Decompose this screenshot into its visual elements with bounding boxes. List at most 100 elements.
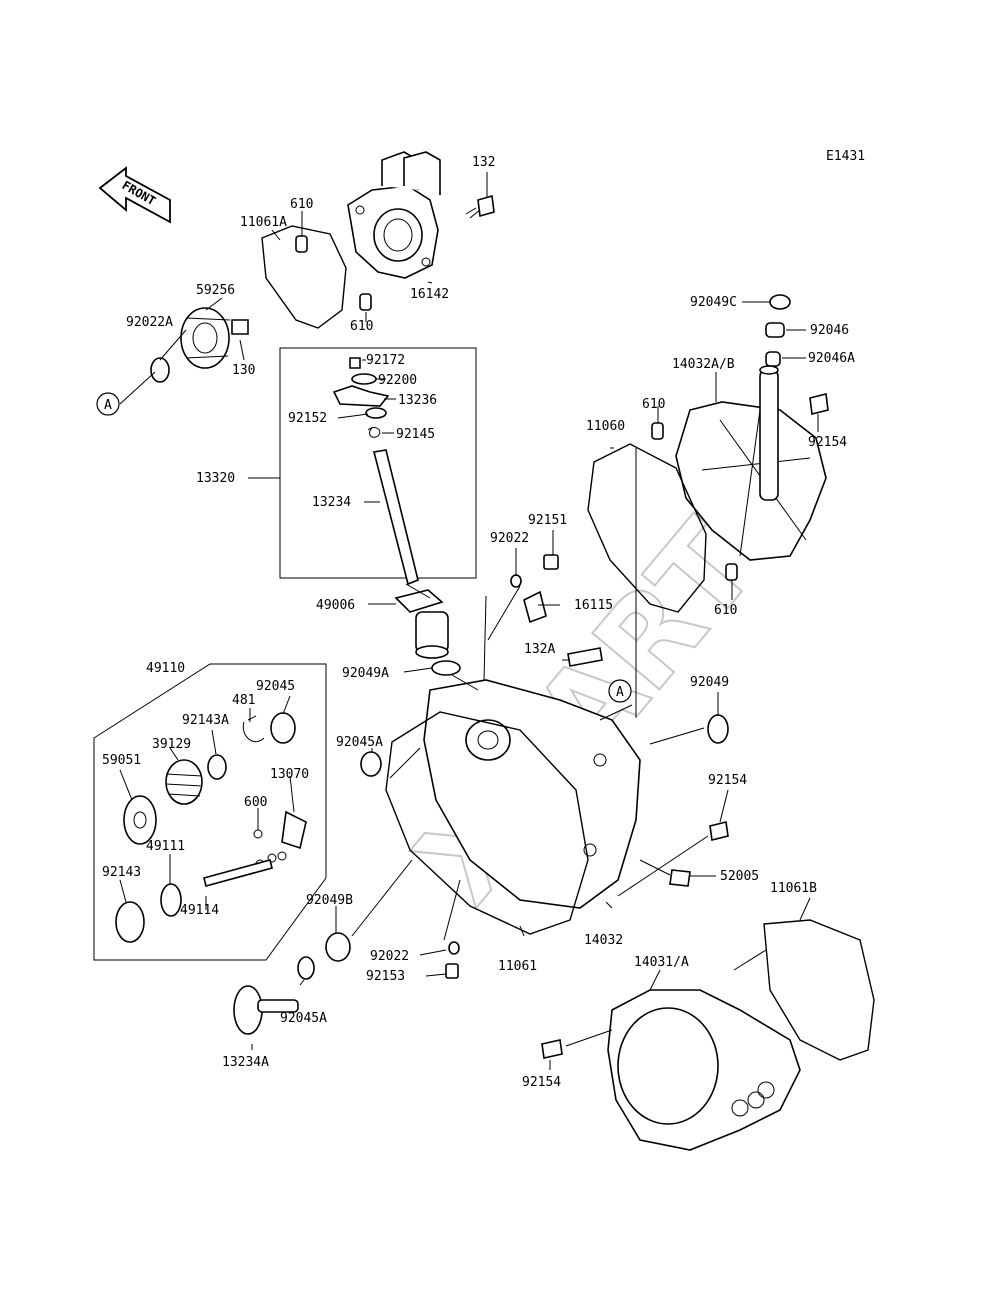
label-92200: 92200 — [378, 373, 417, 388]
label-49111: 49111 — [146, 839, 185, 854]
label-14032: 14032 — [584, 933, 623, 948]
label-92172: 92172 — [366, 353, 405, 368]
label-92151: 92151 — [528, 513, 567, 528]
bush-92046 — [765, 322, 785, 338]
label-610d: 610 — [714, 603, 737, 618]
label-92022: 92022 — [490, 531, 529, 546]
shaft-49114 — [203, 859, 273, 887]
screw-92172 — [349, 357, 361, 369]
label-92154c: 92154 — [522, 1075, 561, 1090]
gasket-11061a — [261, 225, 347, 329]
label-92049c: 92049C — [690, 295, 737, 310]
label-13320: 13320 — [196, 471, 235, 486]
bolt-132a — [567, 647, 603, 667]
label-92154a: 92154 — [808, 435, 847, 450]
gasket-11061 — [385, 711, 589, 935]
label-92152: 92152 — [288, 411, 327, 426]
bolt-130 — [231, 319, 249, 335]
bolt-92151 — [543, 554, 559, 570]
impeller-59256 — [180, 307, 231, 369]
washer-92200 — [351, 373, 377, 385]
seal-92049 — [707, 714, 729, 744]
bolt-132 — [465, 194, 495, 219]
washer-92022b — [448, 941, 460, 955]
shaft-13234 — [373, 449, 419, 586]
label-92046: 92046 — [810, 323, 849, 338]
seal-92143 — [115, 901, 145, 943]
cover-14031a — [607, 989, 801, 1151]
collar-92049c — [769, 294, 791, 310]
label-132: 132 — [472, 155, 495, 170]
label-92045: 92045 — [256, 679, 295, 694]
label-14031a: 14031/A — [634, 955, 689, 970]
bush-92046a — [765, 351, 781, 367]
label-14032ab: 14032A/B — [672, 357, 735, 372]
bolt-92154a — [809, 393, 829, 415]
front-arrow-icon: FRONT — [98, 166, 171, 224]
group-box-13320 — [279, 347, 477, 579]
part-labels: 132 610 11061A 16142 610 59256 92022A 13… — [102, 155, 855, 1090]
label-13234a: 13234A — [222, 1055, 269, 1070]
label-610a: 610 — [290, 197, 313, 212]
dowel-610b — [359, 293, 372, 311]
circlip-481 — [242, 715, 265, 743]
gear-13234a — [233, 985, 299, 1035]
bearing-92045 — [270, 712, 296, 744]
label-92143: 92143 — [102, 865, 141, 880]
label-13234: 13234 — [312, 495, 351, 510]
label-92153: 92153 — [366, 969, 405, 984]
washer-92022a — [150, 357, 170, 383]
label-92154b: 92154 — [708, 773, 747, 788]
label-59256: 59256 — [196, 283, 235, 298]
pump-cover-16142 — [347, 151, 441, 279]
ref-mark-a-center: A — [608, 679, 632, 703]
gear-59051 — [123, 795, 157, 845]
seal-92045a-lower — [297, 956, 315, 980]
label-92049a: 92049A — [342, 666, 389, 681]
label-49110: 49110 — [146, 661, 185, 676]
label-49114: 49114 — [180, 903, 219, 918]
plug-52005 — [669, 869, 691, 887]
label-13070: 13070 — [270, 767, 309, 782]
bolt-92154b — [709, 821, 729, 841]
label-92049: 92049 — [690, 675, 729, 690]
svg-text:A: A — [104, 398, 112, 413]
impeller-13070 — [281, 810, 307, 850]
spring-92145 — [367, 427, 381, 438]
label-610c: 610 — [642, 397, 665, 412]
diagram-code: E1431 — [826, 149, 865, 164]
oring-92049a — [431, 660, 461, 676]
label-132a: 132A — [524, 642, 555, 657]
label-16115: 16115 — [574, 598, 613, 613]
gasket-11061b — [763, 919, 875, 1061]
bolt-92153 — [445, 963, 459, 979]
label-13236: 13236 — [398, 393, 437, 408]
cover-14032ab — [675, 365, 827, 561]
governor-49006 — [394, 589, 449, 659]
label-52005: 52005 — [720, 869, 759, 884]
gasket-11060 — [587, 443, 707, 613]
label-92143a: 92143A — [182, 713, 229, 728]
label-130: 130 — [232, 363, 255, 378]
holder-49111 — [160, 883, 182, 917]
label-92045a: 92045A — [336, 735, 383, 750]
label-610b: 610 — [350, 319, 373, 334]
bolt-92154c — [541, 1039, 563, 1059]
washer-92143a — [207, 754, 227, 780]
label-481: 481 — [232, 693, 255, 708]
group-box-49110 — [93, 663, 327, 961]
svg-text:A: A — [616, 685, 624, 700]
label-92046a: 92046A — [808, 351, 855, 366]
label-92022a: 92022A — [126, 315, 173, 330]
dowel-610d — [725, 563, 738, 581]
label-92145: 92145 — [396, 427, 435, 442]
label-92045a2: 92045A — [280, 1011, 327, 1026]
label-11060: 11060 — [586, 419, 625, 434]
oring-92049b — [325, 932, 351, 962]
label-59051: 59051 — [102, 753, 141, 768]
label-600: 600 — [244, 795, 267, 810]
label-11061: 11061 — [498, 959, 537, 974]
seal-92045a — [360, 751, 382, 777]
leader-lines — [119, 172, 819, 1070]
label-11061a: 11061A — [240, 215, 287, 230]
